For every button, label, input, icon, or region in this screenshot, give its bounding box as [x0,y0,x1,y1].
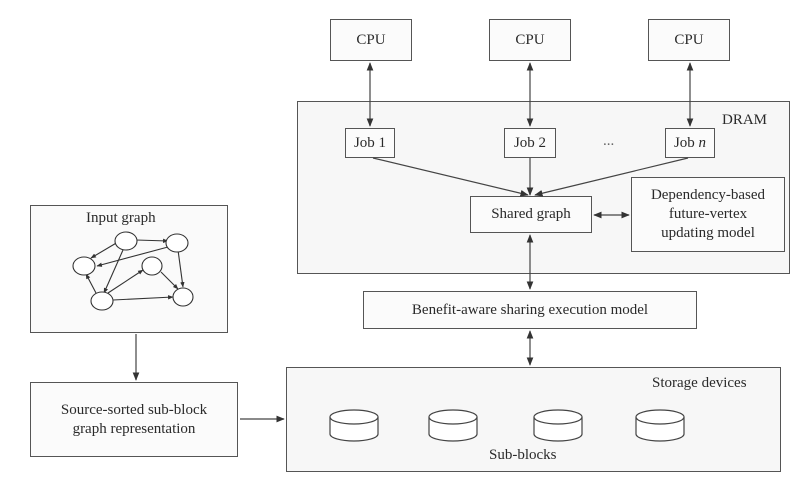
job-box-n: Job n [665,128,715,158]
source-sorted-line: Source-sorted sub-block [60,401,208,418]
graph-node [72,256,96,276]
source-sorted-box: Source-sorted sub-block graph representa… [30,382,238,457]
benefit-model-label: Benefit-aware sharing execution model [411,301,649,318]
storage-label: Storage devices [652,375,747,391]
graph-node [172,287,194,307]
disk-icon [329,409,379,442]
shared-graph-box: Shared graph [470,196,592,233]
graph-node [114,231,138,251]
input-graph-box [30,205,228,333]
cpu-label: CPU [515,31,545,48]
job-box-1: Job 1 [345,128,395,158]
jobs-ellipsis: ... [603,133,615,149]
cpu-box-1: CPU [330,19,412,61]
cpu-label: CPU [356,31,386,48]
cpu-label: CPU [674,31,704,48]
input-graph-label: Input graph [86,210,156,226]
graph-node [141,256,163,276]
shared-graph-label: Shared graph [491,206,571,223]
job-box-2: Job 2 [504,128,556,158]
benefit-model-box: Benefit-aware sharing execution model [363,291,697,329]
input-graph-illustration [72,231,194,311]
job-label: Job 2 [513,134,547,151]
job-label: Job n [673,134,707,151]
source-sorted-line: graph representation [72,420,196,437]
cpu-box-3: CPU [648,19,730,61]
dependency-model-box: Dependency-based future-vertex updating … [631,177,785,252]
graph-node [90,291,114,311]
dependency-line: future-vertex [668,206,748,223]
jobn-shared-arrow [534,157,689,197]
cpu-box-2: CPU [489,19,571,61]
job1-shared-arrow [372,157,529,197]
sub-blocks-label: Sub-blocks [489,447,557,463]
disk-icon [428,409,478,442]
job-label: Job 1 [353,134,387,151]
dependency-line: updating model [661,224,755,241]
dram-label: DRAM [722,112,768,128]
disk-icon [533,409,583,442]
disk-group [329,409,685,442]
dependency-line: Dependency-based [650,187,766,204]
disk-icon [635,409,685,442]
graph-node [165,233,189,253]
